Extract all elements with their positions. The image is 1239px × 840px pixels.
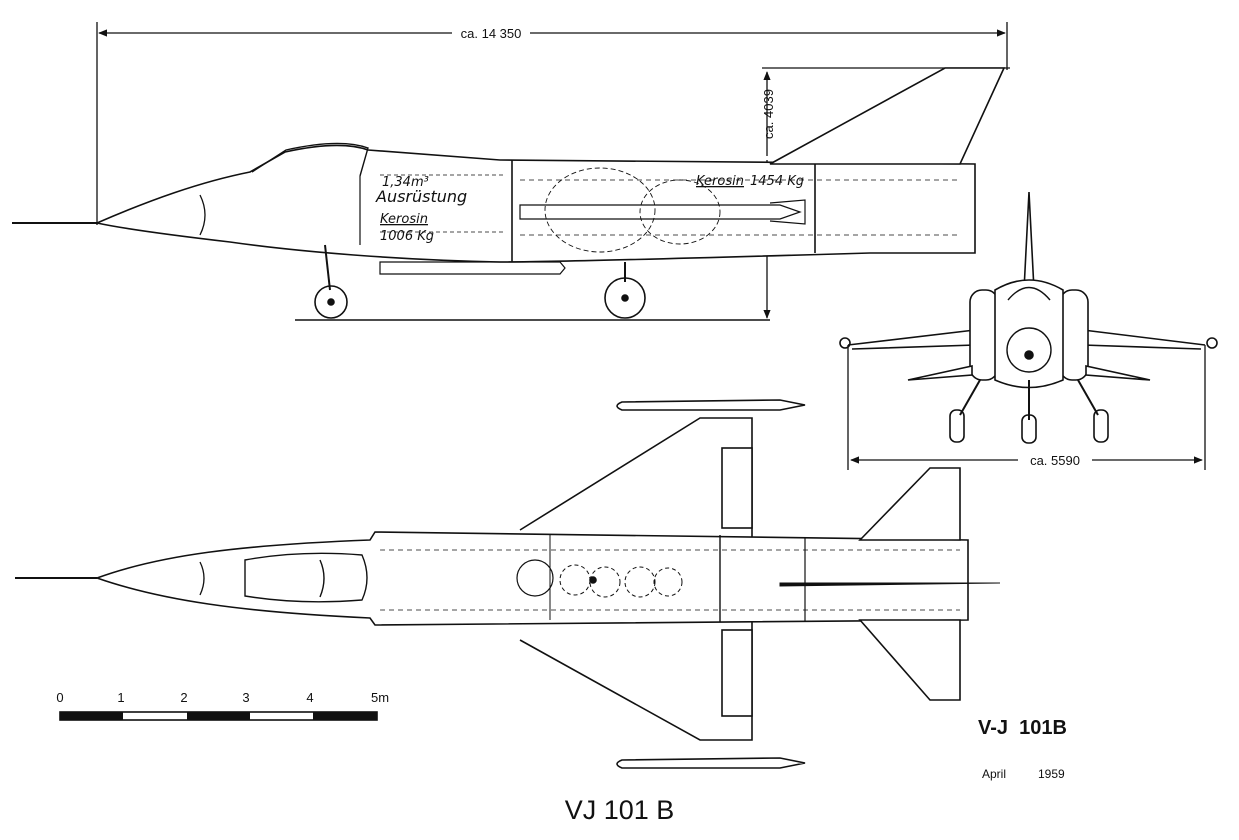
scale-tick: 1 bbox=[117, 690, 124, 705]
fuel-front-label: Kerosin bbox=[380, 212, 428, 227]
volume-label: 1,34m³ bbox=[382, 175, 429, 190]
fuel-front-amount: 1006 Kg bbox=[380, 229, 434, 244]
designation-label: V-J 101B bbox=[978, 717, 1067, 739]
length-dimension-label: ca. 14 350 bbox=[461, 26, 522, 41]
fuel-rear-amount: 1454 Kg bbox=[750, 174, 804, 189]
scale-tick: 2 bbox=[180, 690, 187, 705]
top-view bbox=[15, 399, 1001, 769]
fuel-rear-label: Kerosin bbox=[696, 174, 744, 189]
span-dimension-label: ca. 5590 bbox=[1030, 453, 1080, 468]
scale-tick: 0 bbox=[56, 690, 63, 705]
scale-bar-ticks: 0 1 2 3 4 5m bbox=[56, 690, 389, 705]
figure-caption: VJ 101 B bbox=[564, 795, 675, 825]
equipment-label: Ausrüstung bbox=[375, 187, 467, 206]
scale-tick: 4 bbox=[306, 690, 313, 705]
scale-bar bbox=[59, 711, 378, 721]
date-month: April bbox=[982, 767, 1006, 781]
span-dimension bbox=[847, 345, 1206, 470]
date-year: 1959 bbox=[1038, 767, 1065, 781]
length-dimension bbox=[96, 22, 1008, 225]
front-view bbox=[839, 191, 1218, 444]
side-view bbox=[12, 67, 1006, 321]
scale-tick: 5m bbox=[371, 690, 389, 705]
height-dimension-label: ca. 4039 bbox=[761, 89, 776, 139]
scale-tick: 3 bbox=[242, 690, 249, 705]
